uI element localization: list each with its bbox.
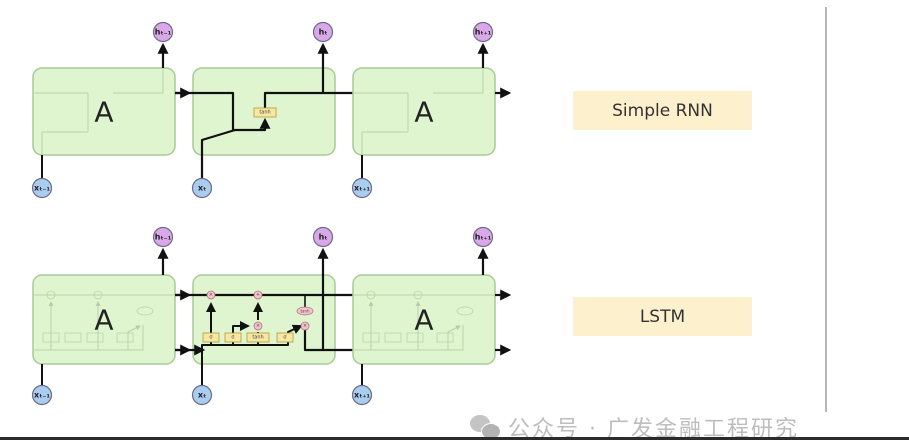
hidden-state-node-label: hₜ₊₁ <box>475 28 492 37</box>
lstm-faint-gate <box>447 325 461 350</box>
bottom-rule <box>0 437 909 440</box>
input-node-label: xₜ₊₁ <box>354 184 370 193</box>
output-multiply-label: × <box>303 323 307 329</box>
hidden-state-node <box>472 21 494 43</box>
hidden-state-node <box>312 21 334 43</box>
hidden-out-line <box>303 322 372 356</box>
lstm-faint-hidden <box>353 325 464 351</box>
input-node-label: xₜ <box>198 391 206 400</box>
lstm-faint-op <box>46 290 56 300</box>
vertical-divider <box>825 7 827 412</box>
forget-gate <box>202 332 220 343</box>
input-node <box>31 177 53 199</box>
input-node-label: xₜ <box>198 184 206 193</box>
hidden-state-node-label: hₜ₋₁ <box>155 28 172 37</box>
cell-letter-a: A <box>94 304 113 337</box>
rnn-cell-box <box>352 67 496 156</box>
hidden-state-node <box>312 226 334 248</box>
cell-letter-a: A <box>414 96 433 129</box>
candidate-layer-label: tanh <box>252 335 263 341</box>
lstm-faint-op <box>456 306 474 316</box>
tanh-layer <box>253 107 277 118</box>
hidden-state-node <box>152 226 174 248</box>
hidden-state-node-label: hₜ <box>319 28 328 37</box>
lstm-faint-gate <box>127 325 141 350</box>
input-node <box>191 177 213 199</box>
lstm-faint-gate-box <box>116 332 134 343</box>
lstm-faint-op <box>93 290 103 300</box>
forget-multiply <box>206 290 216 300</box>
input-gate <box>224 332 242 343</box>
input-node <box>31 384 53 406</box>
input-node <box>351 384 373 406</box>
lstm-faint-op <box>366 290 376 300</box>
rnn-output-path <box>263 87 372 112</box>
candidate-layer <box>246 332 270 343</box>
rnn-faint-path <box>353 92 409 155</box>
tanh-pointwise <box>296 306 314 316</box>
lstm-cell: Ahₜ₊₁ xₜ₊₁ <box>351 226 512 406</box>
input-gate-label: σ <box>231 335 235 341</box>
lstm-faint-gate-box <box>436 332 454 343</box>
cell-letter-a: A <box>94 96 113 129</box>
hidden-state-node <box>472 226 494 248</box>
rnn-cell: tanh hₜ xₜ <box>175 21 372 199</box>
lstm-faint-gate-box <box>42 332 60 343</box>
lstm-label: LSTM <box>573 297 752 336</box>
wechat-icon <box>470 415 501 440</box>
output-gate <box>276 332 294 343</box>
cell-add-label: + <box>256 292 260 298</box>
lstm-faint-gate-box <box>86 332 104 343</box>
simple-rnn-row: Ahₜ₋₁ xₜ₋₁ tanh hₜ xₜ Ahₜ₊₁ xₜ₊₁ <box>31 21 512 199</box>
hidden-state-node <box>152 21 174 43</box>
lstm-faint-gate-box <box>384 332 402 343</box>
simple-rnn-label: Simple RNN <box>573 91 752 130</box>
rnn-cell-box <box>32 67 176 156</box>
lstm-faint-gate-box <box>406 332 424 343</box>
lstm-row: Ahₜ₋₁ xₜ₋₁ σ σ tanh σ × + × × tanh hₜ xₜ Ahₜ₊₁ xₜ₊₁ <box>31 226 512 406</box>
forget-multiply-label: × <box>209 292 213 298</box>
input-node-label: xₜ₊₁ <box>354 391 370 400</box>
lstm-faint-gate-box <box>64 332 82 343</box>
lstm-faint-hidden <box>33 325 144 351</box>
cell-add <box>253 290 263 300</box>
rnn-faint-path <box>433 68 484 94</box>
watermark: 公众号 · 广发金融工程研究 <box>470 413 799 442</box>
hidden-state-node-label: hₜ₋₁ <box>155 233 172 242</box>
rnn-cell: Ahₜ₋₁ xₜ₋₁ <box>31 21 192 199</box>
rnn-cell: Ahₜ₊₁ xₜ₊₁ <box>351 21 512 199</box>
input-multiply <box>253 321 263 331</box>
rnn-faint-path <box>33 92 89 155</box>
forget-gate-label: σ <box>209 335 213 341</box>
hidden-state-node-label: hₜ₊₁ <box>475 233 492 242</box>
input-multiply-label: × <box>256 323 260 329</box>
lstm-cell: Ahₜ₋₁ xₜ₋₁ <box>31 226 192 406</box>
cell-letter-a: A <box>414 304 433 337</box>
input-node <box>191 384 213 406</box>
input-node-label: xₜ₋₁ <box>34 391 50 400</box>
rnn-faint-path <box>113 68 164 94</box>
lstm-cell: σ σ tanh σ × + × × tanh hₜ xₜ <box>175 226 372 406</box>
rnn-input-path <box>200 128 236 178</box>
tanh-pointwise-label: tanh <box>300 309 310 314</box>
tanh-layer-label: tanh <box>259 110 270 116</box>
output-multiply <box>300 321 310 331</box>
lstm-faint-gate-box <box>362 332 380 343</box>
output-gate-label: σ <box>283 335 287 341</box>
input-node-label: xₜ₋₁ <box>34 184 50 193</box>
lstm-faint-op <box>413 290 423 300</box>
lstm-faint-op <box>136 306 154 316</box>
hidden-state-node-label: hₜ <box>319 233 328 242</box>
input-node <box>351 177 373 199</box>
